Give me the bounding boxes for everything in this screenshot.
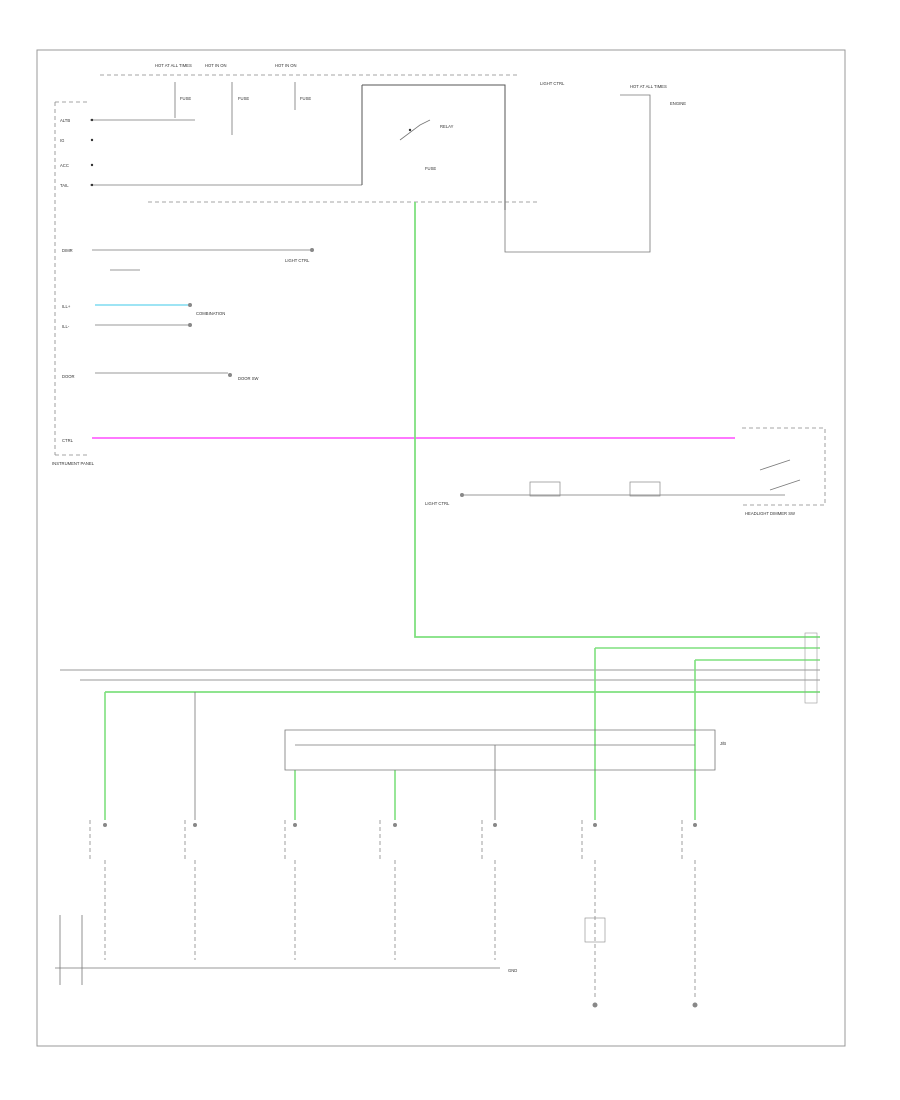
right-switch-block: LIGHT CTRL HEADLIGHT DIMMER SW	[425, 427, 826, 516]
left-small-circuits: DIMR LIGHT CTRL ILL+ ILL- COMBINATION DO…	[62, 248, 314, 381]
svg-text:ENGINE: ENGINE	[670, 101, 686, 106]
top-fuse-bus: HOT AT ALL TIMES HOT IN ON HOT IN ON FUS…	[100, 63, 565, 135]
svg-text:GND: GND	[508, 968, 517, 973]
svg-text:HEADLIGHT DIMMER SW: HEADLIGHT DIMMER SW	[745, 511, 795, 516]
green-main-wire	[414, 202, 820, 638]
svg-text:RELAY: RELAY	[440, 124, 454, 129]
svg-text:FUSE: FUSE	[238, 96, 249, 101]
svg-text:HOT IN ON: HOT IN ON	[275, 63, 297, 68]
svg-text:ILL-: ILL-	[62, 324, 70, 329]
svg-text:FUSE: FUSE	[300, 96, 311, 101]
svg-text:COMBINATION: COMBINATION	[196, 311, 225, 316]
svg-text:DOOR SW: DOOR SW	[238, 376, 259, 381]
svg-text:HOT AT ALL TIMES: HOT AT ALL TIMES	[155, 63, 192, 68]
right-connector-stack	[60, 632, 820, 704]
svg-text:IG: IG	[60, 138, 64, 143]
green-drops	[104, 648, 696, 820]
svg-text:LIGHT CTRL: LIGHT CTRL	[285, 258, 310, 263]
svg-text:FUSE: FUSE	[425, 166, 436, 171]
svg-text:LIGHT CTRL: LIGHT CTRL	[540, 81, 565, 86]
junction-bus: J/B	[284, 729, 726, 771]
svg-text:CTRL: CTRL	[62, 438, 74, 443]
svg-text:J/B: J/B	[720, 741, 726, 746]
diagram-frame	[36, 49, 846, 1047]
svg-text:DOOR: DOOR	[62, 374, 75, 379]
relay-box: RELAY FUSE HOT AT ALL TIMES ENGINE	[148, 84, 686, 253]
svg-text:ACC: ACC	[60, 163, 69, 168]
component-row	[89, 820, 697, 1000]
svg-text:HOT AT ALL TIMES: HOT AT ALL TIMES	[630, 84, 667, 89]
svg-text:FUSE: FUSE	[180, 96, 191, 101]
svg-text:HOT IN ON: HOT IN ON	[205, 63, 227, 68]
svg-text:DIMR: DIMR	[62, 248, 73, 253]
svg-text:ILL+: ILL+	[62, 304, 71, 309]
left-ecu-block: ALTB IG ACC TAIL INSTRUMENT PANEL	[52, 101, 362, 466]
svg-text:ALTB: ALTB	[60, 118, 70, 123]
svg-text:LIGHT CTRL: LIGHT CTRL	[425, 501, 450, 506]
svg-text:INSTRUMENT PANEL: INSTRUMENT PANEL	[52, 461, 95, 466]
svg-text:TAIL: TAIL	[60, 183, 69, 188]
ground-bus: GND	[55, 915, 698, 1008]
